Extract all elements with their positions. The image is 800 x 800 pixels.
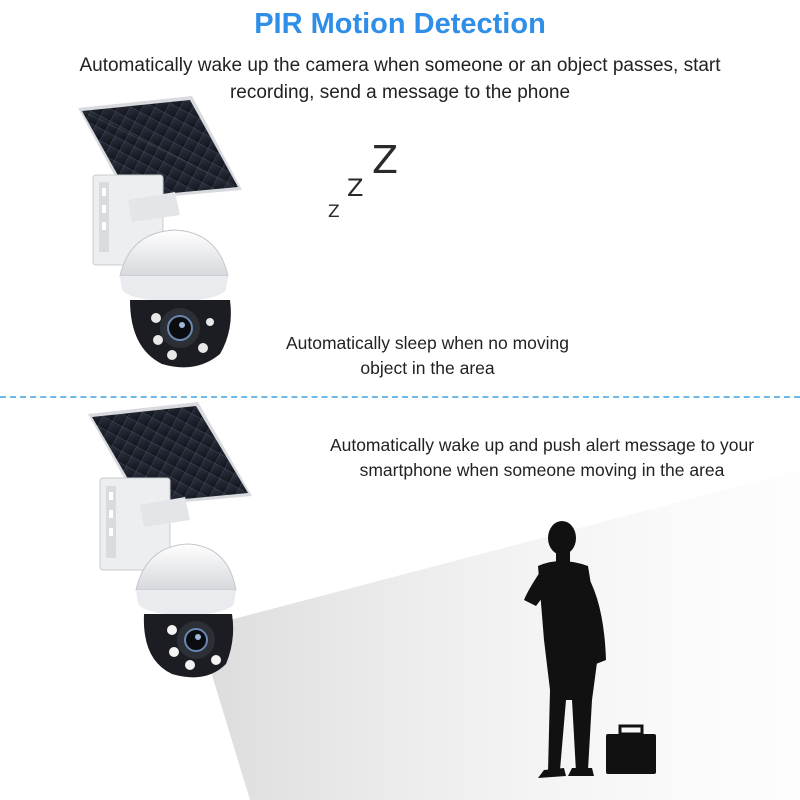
- section-divider: [0, 396, 800, 398]
- page-title: PIR Motion Detection: [254, 8, 546, 40]
- camera-body-bottom: [135, 543, 237, 678]
- sleep-z-icon-large: Z: [372, 138, 399, 182]
- sleep-caption: Automatically sleep when no moving objec…: [285, 333, 570, 378]
- wake-caption: Automatically wake up and push alert mes…: [329, 435, 755, 480]
- detection-beam: [205, 470, 800, 800]
- mount-bracket-bottom: [99, 477, 190, 571]
- page-subtitle: Automatically wake up the camera when so…: [79, 55, 721, 103]
- person-silhouette: [524, 521, 656, 778]
- sleep-z-icon-small: Z: [328, 202, 340, 222]
- camera-body-top: [119, 229, 231, 368]
- solar-panel-top: [78, 96, 242, 200]
- sleep-z-icon-medium: Z: [347, 174, 364, 202]
